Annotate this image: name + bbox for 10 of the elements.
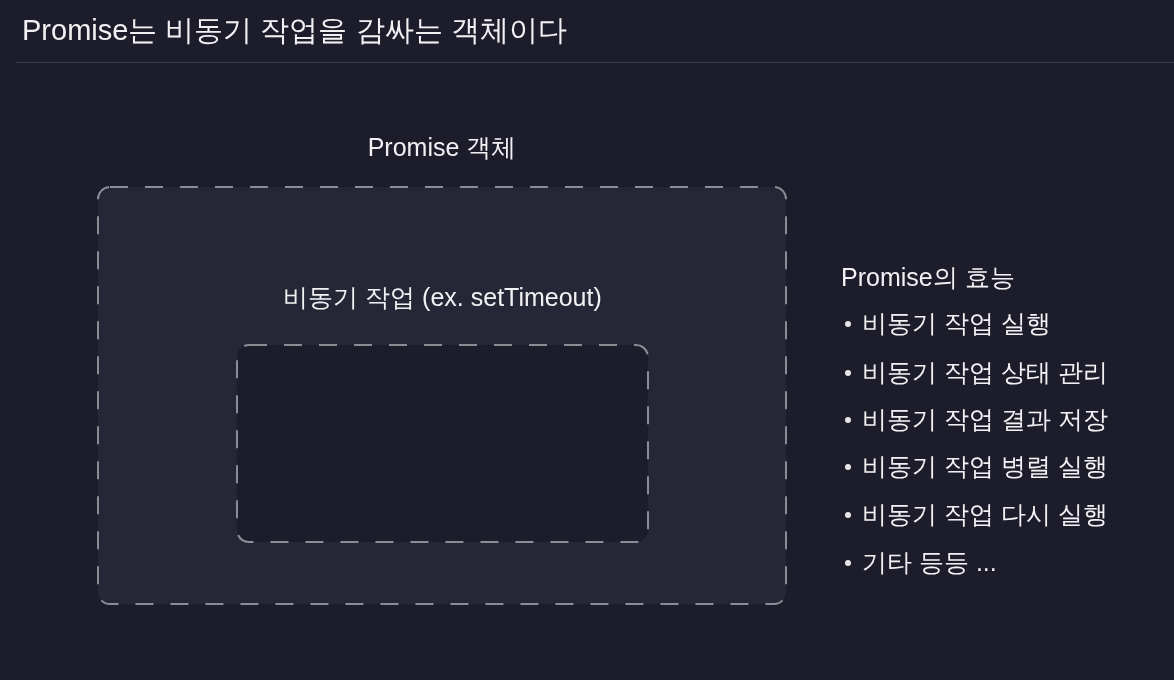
list-item: 비동기 작업 상태 관리: [862, 357, 1108, 388]
box-title: 비동기 작업 (ex. setTimeout): [283, 282, 602, 313]
list-item: 비동기 작업 실행: [862, 308, 1051, 339]
list-item: 비동기 작업 결과 저장: [862, 404, 1108, 435]
list-item: 비동기 작업 병렬 실행: [862, 451, 1108, 482]
box-title: Promise 객체: [367, 132, 517, 163]
slide-title: Promise는 비동기 작업을 감싸는 객체이다: [22, 13, 567, 47]
list-heading: Promise의 효능: [841, 262, 1015, 293]
list-item: 기타 등등 ...: [862, 547, 997, 578]
list-item: 비동기 작업 다시 실행: [862, 499, 1108, 530]
